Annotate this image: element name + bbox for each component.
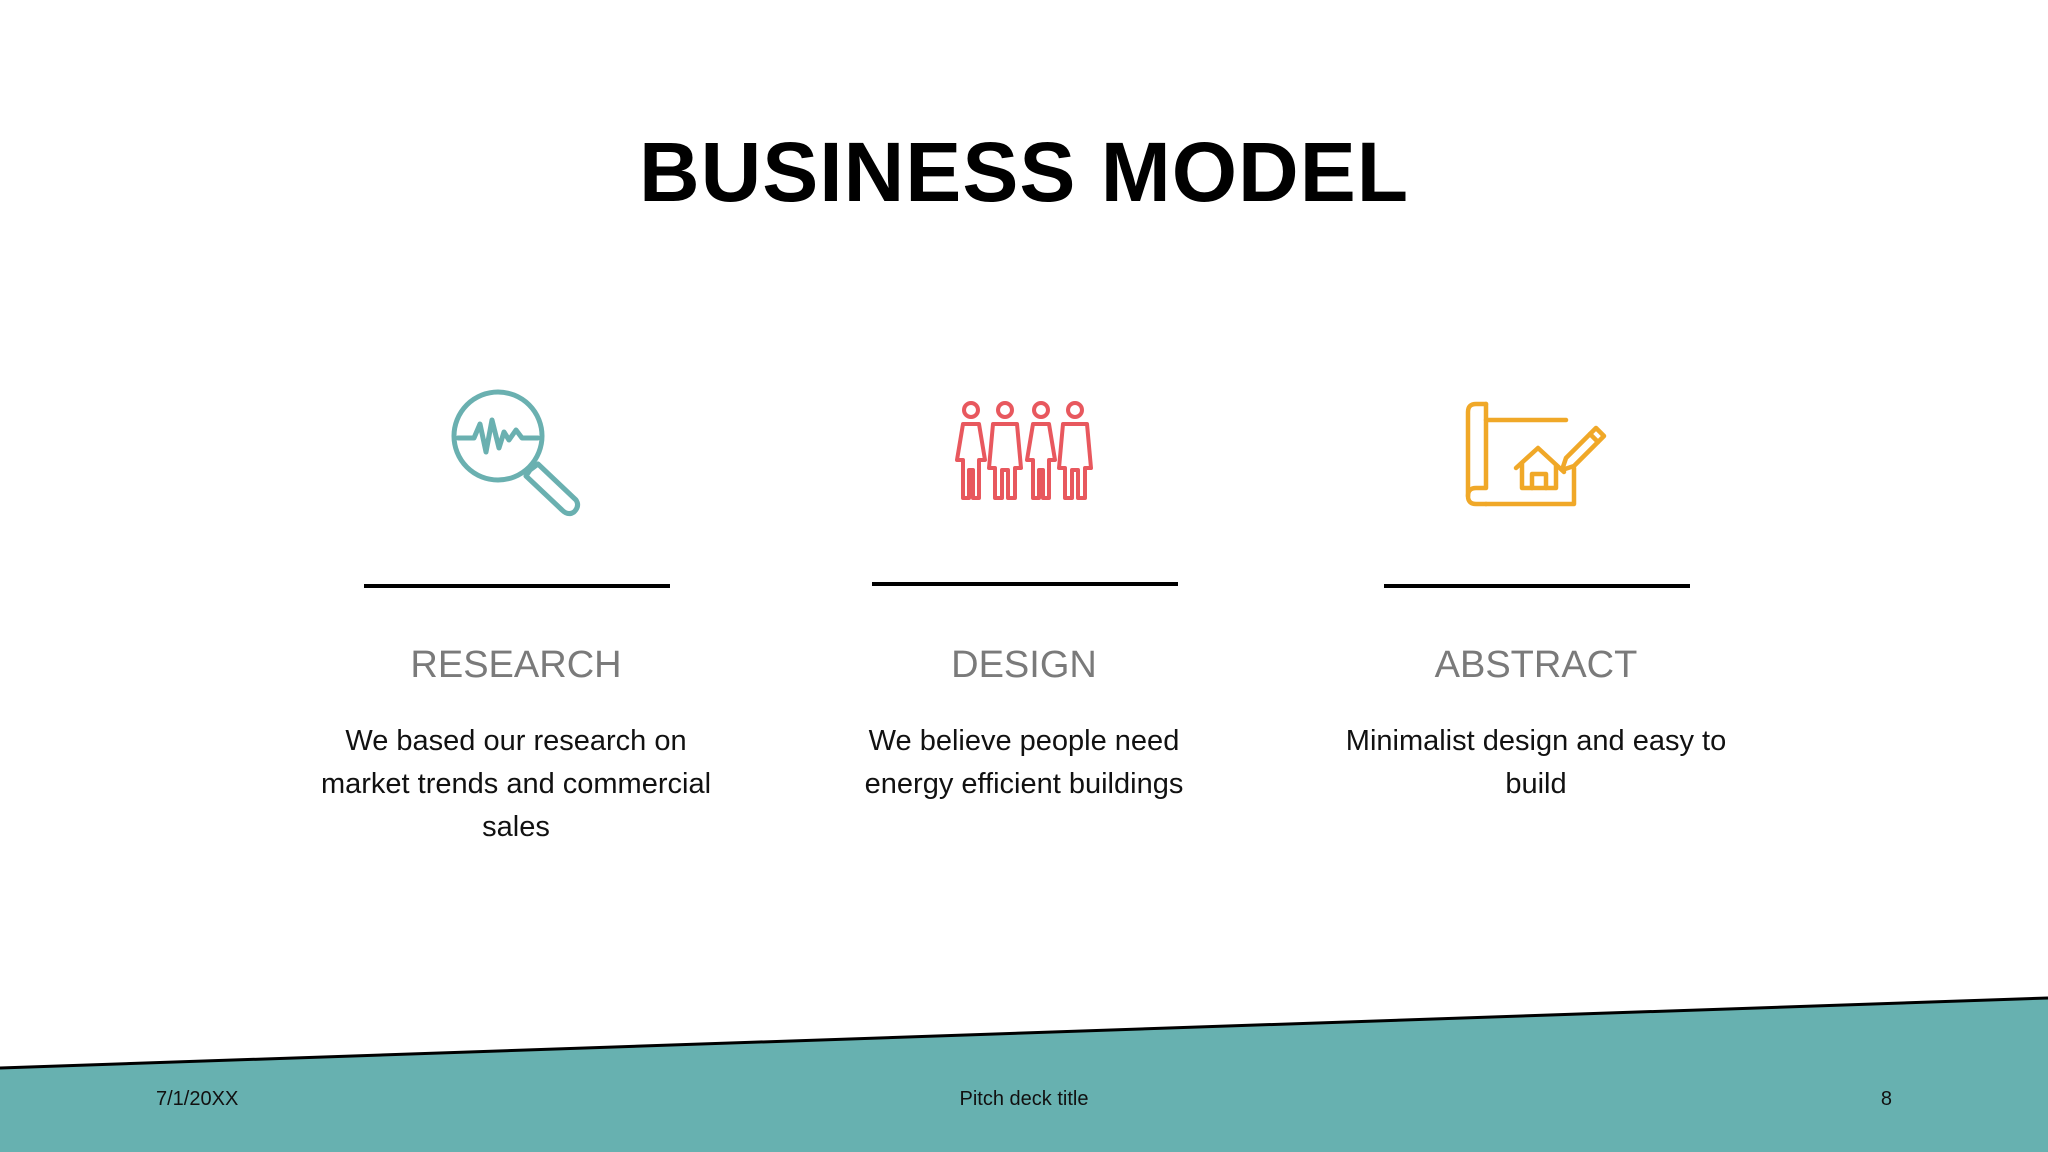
column-heading: RESEARCH <box>410 644 622 686</box>
column-description: Minimalist design and easy to build <box>1345 725 1727 800</box>
column-heading: ABSTRACT <box>1434 644 1638 686</box>
column-heading: DESIGN <box>951 644 1097 686</box>
divider-line <box>364 584 670 588</box>
column-description: We based our research on market trends a… <box>320 725 712 843</box>
house-blueprint-icon <box>1316 380 1756 540</box>
divider-line <box>872 582 1178 586</box>
people-group-icon <box>804 380 1244 540</box>
page-number: 8 <box>1880 1088 1892 1110</box>
divider-line <box>1384 584 1690 588</box>
footer-date: 7/1/20XX <box>156 1088 239 1110</box>
column-description: We believe people need energy efficient … <box>864 725 1184 800</box>
footer-title: Pitch deck title <box>959 1088 1089 1110</box>
slide-title: BUSINESS MODEL <box>638 125 1410 219</box>
magnifier-pulse-icon <box>296 380 736 540</box>
